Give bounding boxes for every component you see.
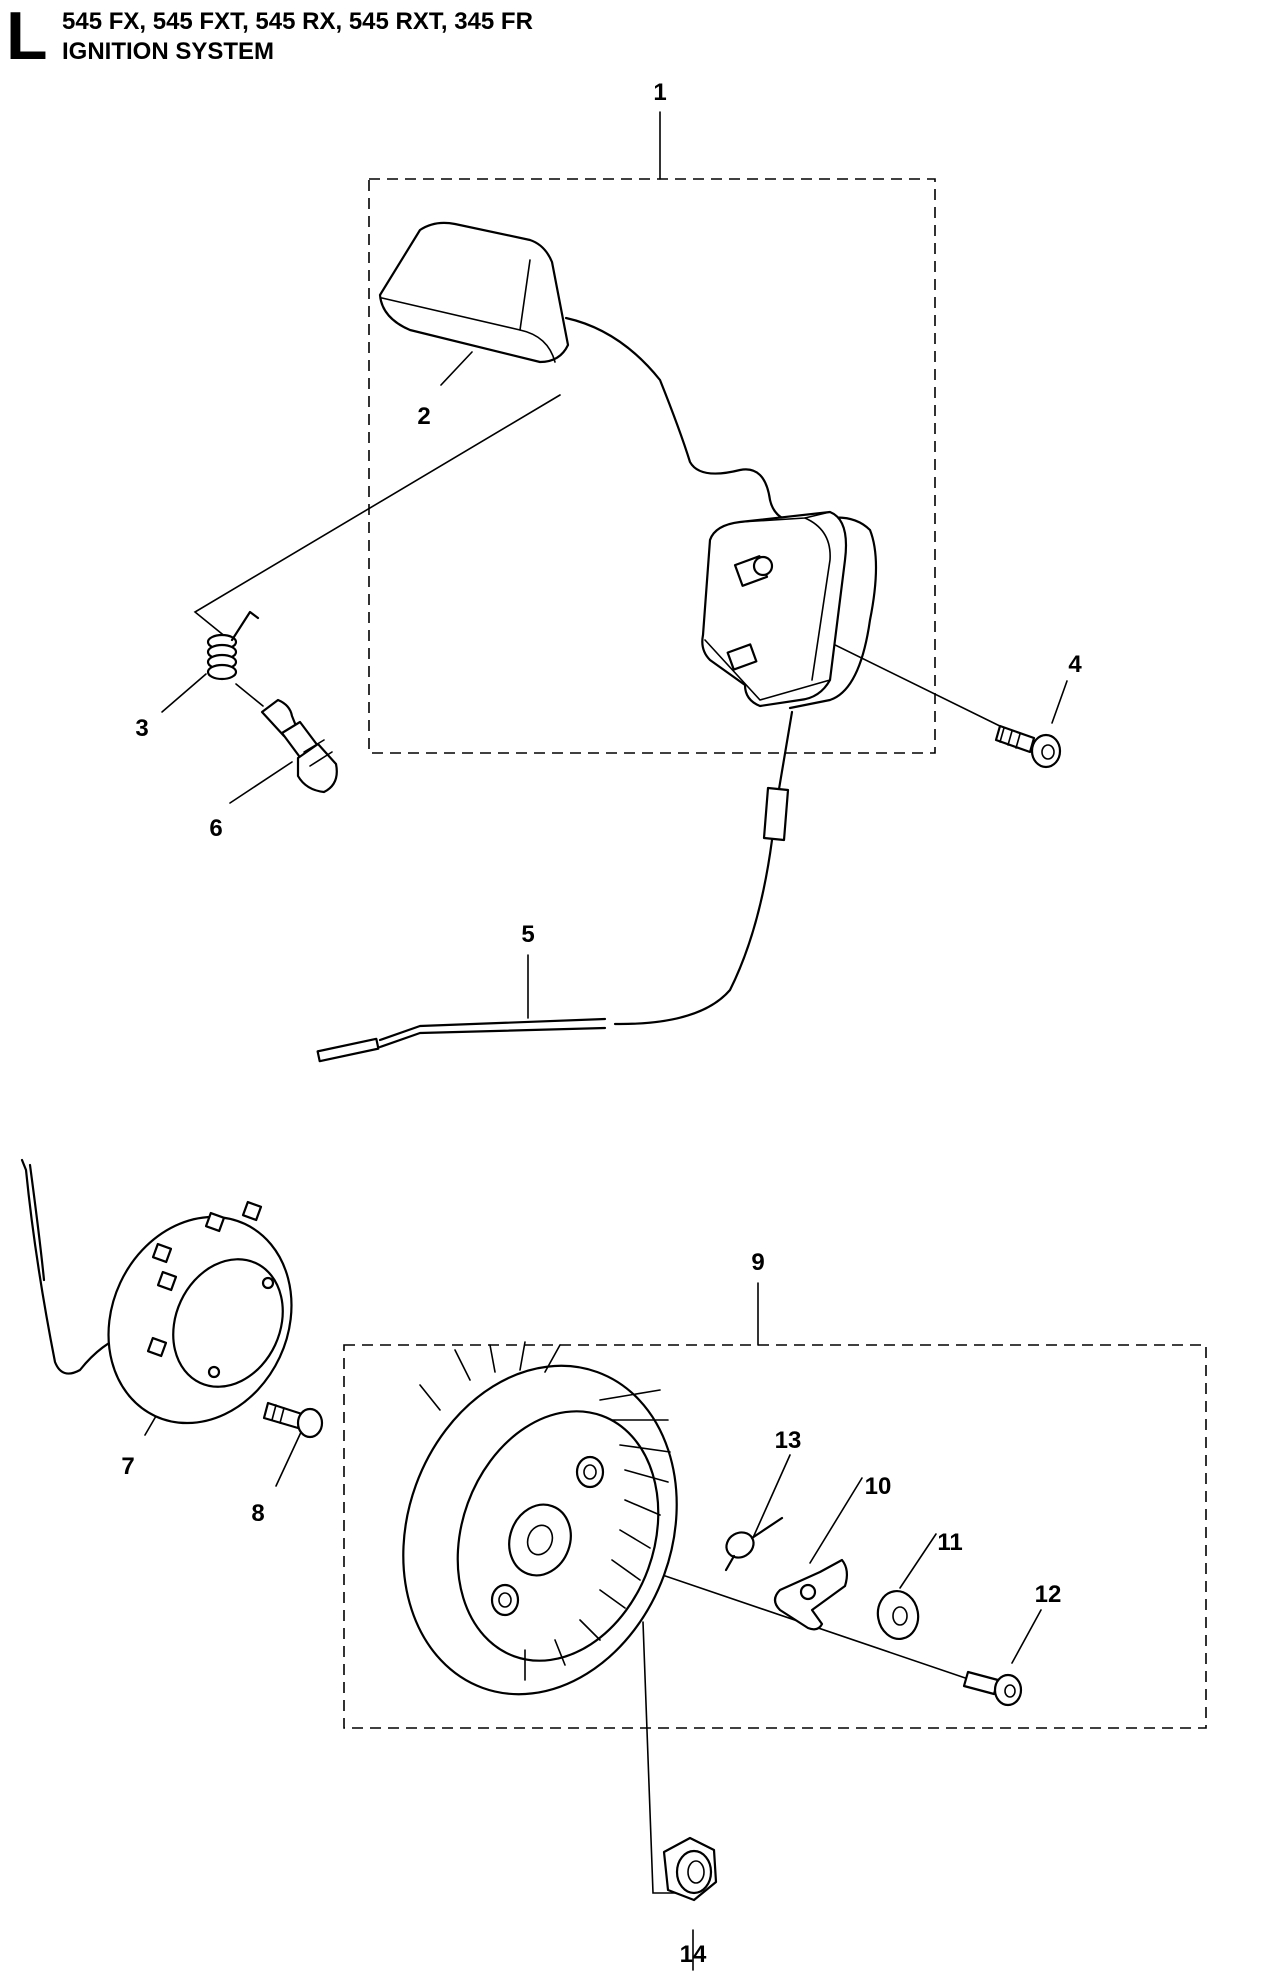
assembly-box-1 bbox=[368, 178, 936, 754]
spring-clip bbox=[724, 1516, 784, 1572]
module-screw bbox=[994, 724, 1062, 769]
pawl bbox=[773, 1558, 849, 1631]
callout-1: 1 bbox=[653, 79, 666, 106]
model-list: 545 FX, 545 FXT, 545 RX, 545 RXT, 345 FR bbox=[62, 8, 533, 35]
callout-11: 11 bbox=[937, 1529, 962, 1556]
ignition-module bbox=[701, 510, 848, 708]
callout-7: 7 bbox=[121, 1453, 134, 1480]
callout-3: 3 bbox=[135, 715, 148, 742]
section-title: IGNITION SYSTEM bbox=[62, 38, 275, 65]
callout-9: 9 bbox=[751, 1249, 764, 1276]
callout-4: 4 bbox=[1068, 651, 1082, 678]
flywheel-nut bbox=[662, 1836, 718, 1902]
stator-coil bbox=[20, 1158, 293, 1425]
leader-lines bbox=[144, 111, 1068, 1971]
callout-labels: 1 2 3 4 5 6 7 8 9 10 11 12 13 14 bbox=[121, 79, 1082, 1968]
stator-screw bbox=[262, 1401, 324, 1439]
callout-10: 10 bbox=[865, 1473, 892, 1500]
assembly-box-9 bbox=[343, 1344, 1207, 1729]
callout-13: 13 bbox=[775, 1427, 802, 1454]
callout-5: 5 bbox=[521, 921, 534, 948]
callout-14: 14 bbox=[680, 1941, 707, 1968]
spring bbox=[206, 610, 260, 681]
callout-6: 6 bbox=[209, 815, 222, 842]
page-header: L 545 FX, 545 FXT, 545 RX, 545 RXT, 345 … bbox=[0, 0, 1266, 80]
pawl-screw bbox=[962, 1670, 1023, 1707]
ignition-cable bbox=[316, 710, 794, 1063]
callout-8: 8 bbox=[251, 1500, 264, 1527]
washer bbox=[876, 1590, 920, 1640]
section-letter: L bbox=[6, 0, 48, 74]
flywheel bbox=[402, 1341, 678, 1696]
spark-plug bbox=[260, 698, 338, 794]
spark-plug-boot bbox=[378, 221, 878, 710]
callout-12: 12 bbox=[1035, 1581, 1062, 1608]
callout-2: 2 bbox=[417, 403, 430, 430]
